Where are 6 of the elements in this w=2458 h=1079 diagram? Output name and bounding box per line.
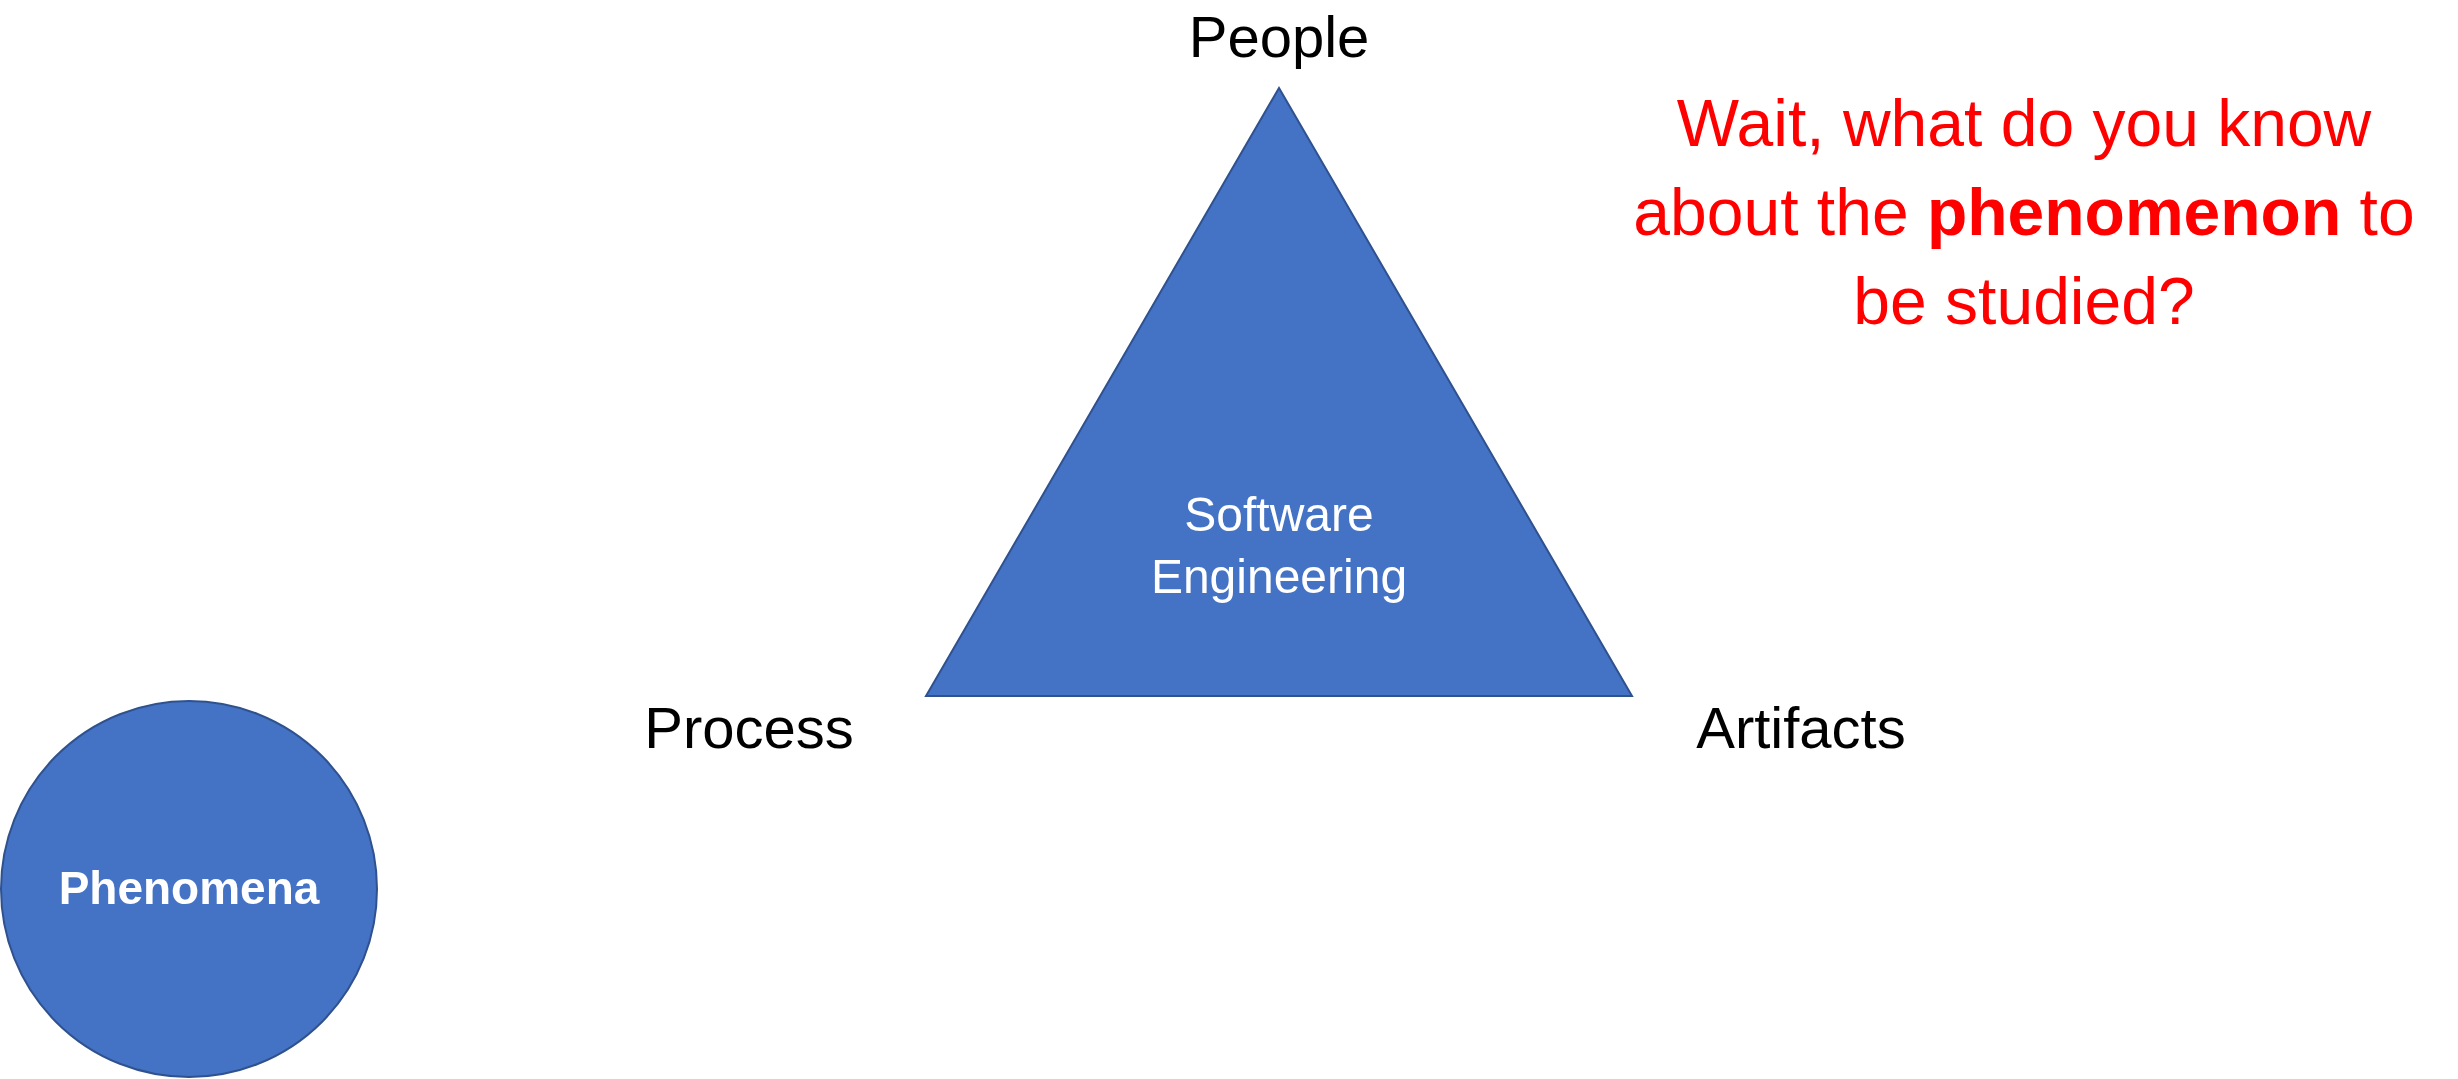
vertex-label: Process xyxy=(644,693,854,761)
shape-label: Software Engineering xyxy=(1149,486,1409,605)
vertex-label: People xyxy=(1188,2,1370,70)
shape-label: Phenomena xyxy=(57,861,321,917)
question-text: Wait, what do you know about the phenomenon to be studied? xyxy=(1632,84,2416,340)
vertex-label: Artifacts xyxy=(1696,693,1906,761)
